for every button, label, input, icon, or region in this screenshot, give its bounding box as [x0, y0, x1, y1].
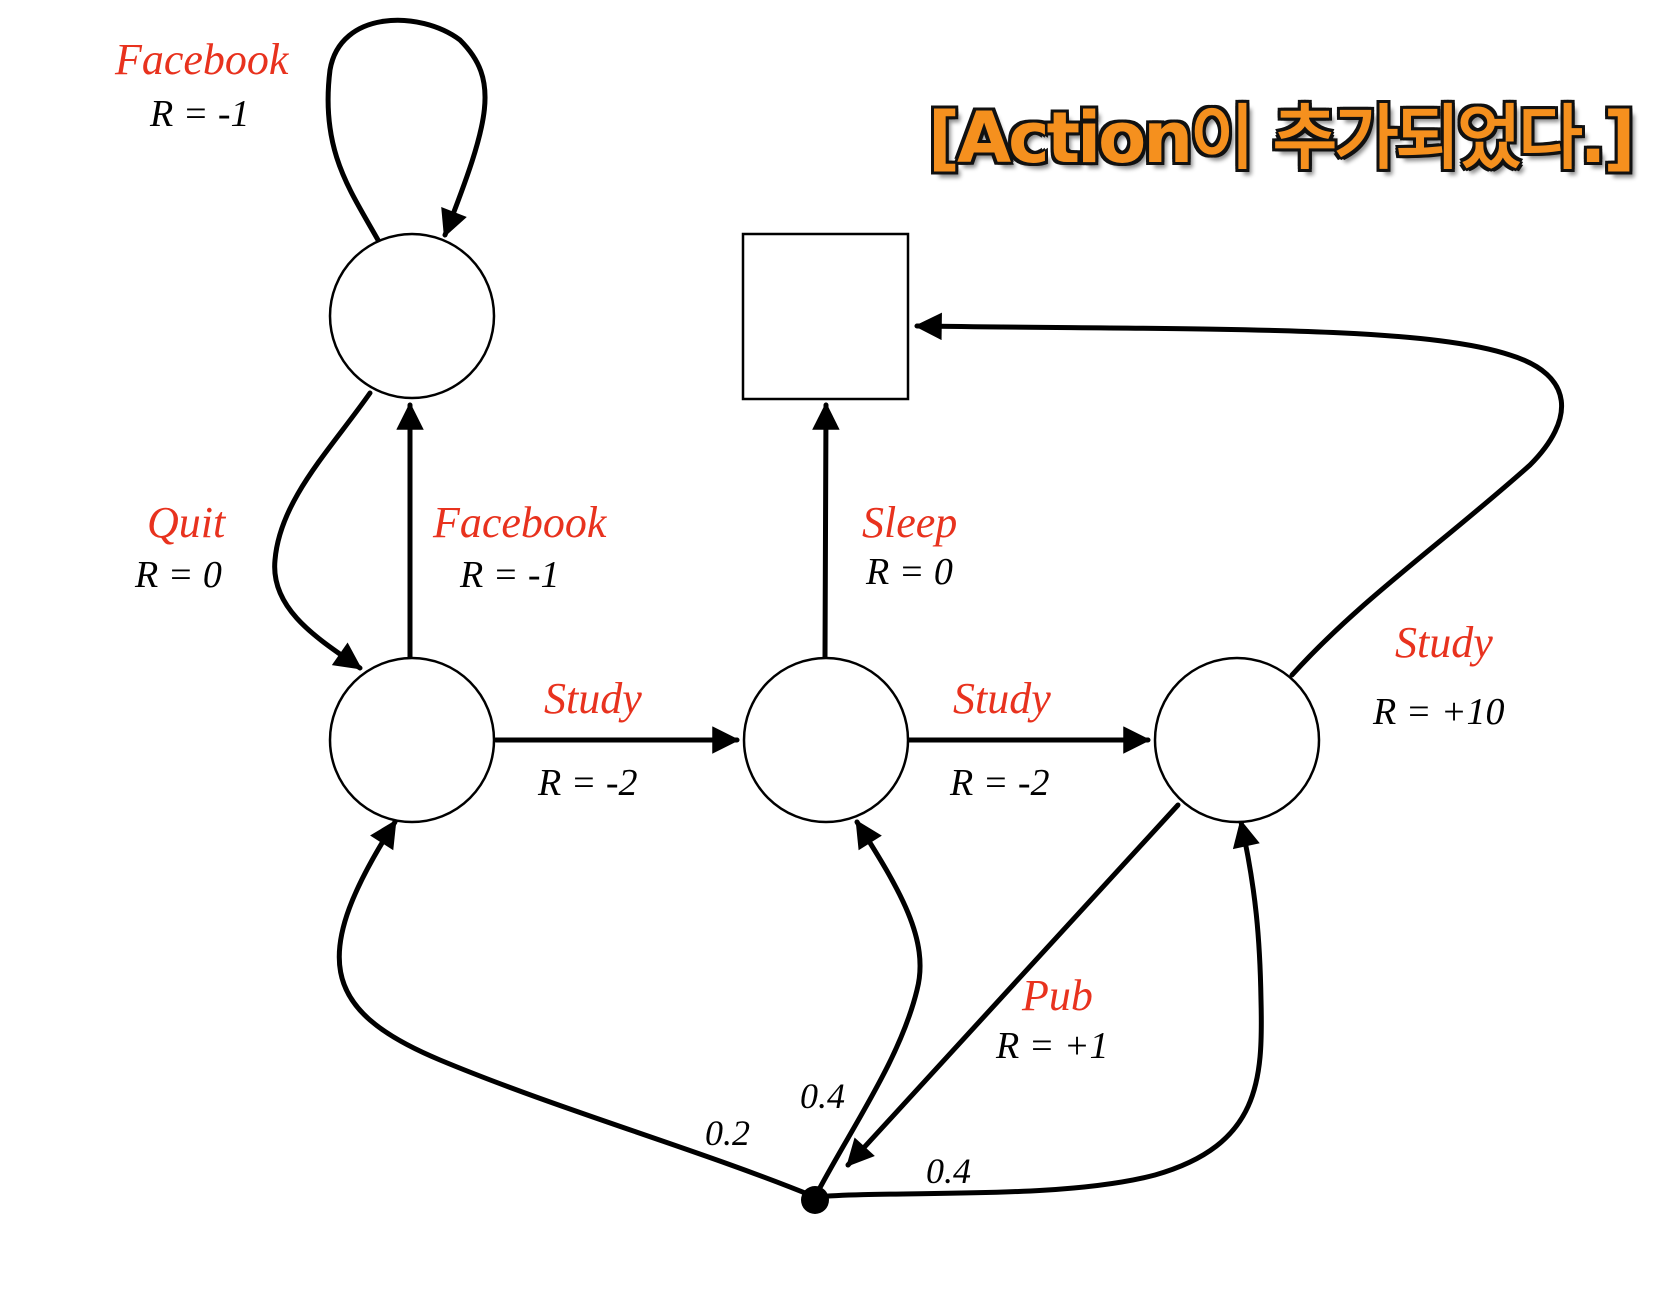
label-reward-sleep: R = 0 [865, 551, 953, 593]
edge-quit [272, 390, 373, 671]
label-action-study-2: Study [953, 674, 1051, 723]
state-class1[interactable] [328, 656, 496, 824]
label-reward-study-2: R = -2 [949, 762, 1050, 804]
edge-prob-class2 [812, 819, 923, 1200]
label-action-study-1: Study [544, 674, 642, 723]
edge-prob-class3 [812, 819, 1264, 1200]
label-reward-quit: R = 0 [134, 554, 222, 596]
label-action-study-3: Study [1395, 618, 1493, 667]
label-reward-study-3: R = +10 [1372, 691, 1505, 733]
state-class2[interactable] [742, 656, 910, 824]
label-action-quit: Quit [147, 498, 227, 547]
label-reward-facebook-loop: R = -1 [149, 93, 250, 135]
label-reward-facebook-up: R = -1 [459, 554, 560, 596]
label-prob-class1: 0.2 [705, 1113, 750, 1153]
label-prob-class3: 0.4 [926, 1151, 971, 1191]
label-action-facebook-loop: Facebook [114, 35, 290, 84]
label-action-sleep: Sleep [862, 498, 957, 547]
label-action-pub: Pub [1021, 971, 1093, 1020]
edge-pub [845, 802, 1181, 1168]
state-class3[interactable] [1153, 656, 1321, 824]
edge-facebook-loop [325, 17, 488, 243]
edge-sleep [812, 402, 840, 660]
state-facebook[interactable] [328, 232, 496, 400]
label-reward-pub: R = +1 [995, 1025, 1109, 1067]
label-reward-study-1: R = -2 [537, 762, 638, 804]
banner-title: [Action이 추가되었다.] [928, 97, 1635, 179]
label-action-facebook-up: Facebook [432, 498, 608, 547]
chance-node-pub [801, 1186, 829, 1214]
state-sleep-terminal[interactable] [741, 232, 910, 401]
label-prob-class2: 0.4 [800, 1076, 845, 1116]
edge-prob-class1 [336, 819, 818, 1200]
edge-study-3 [914, 312, 1564, 678]
